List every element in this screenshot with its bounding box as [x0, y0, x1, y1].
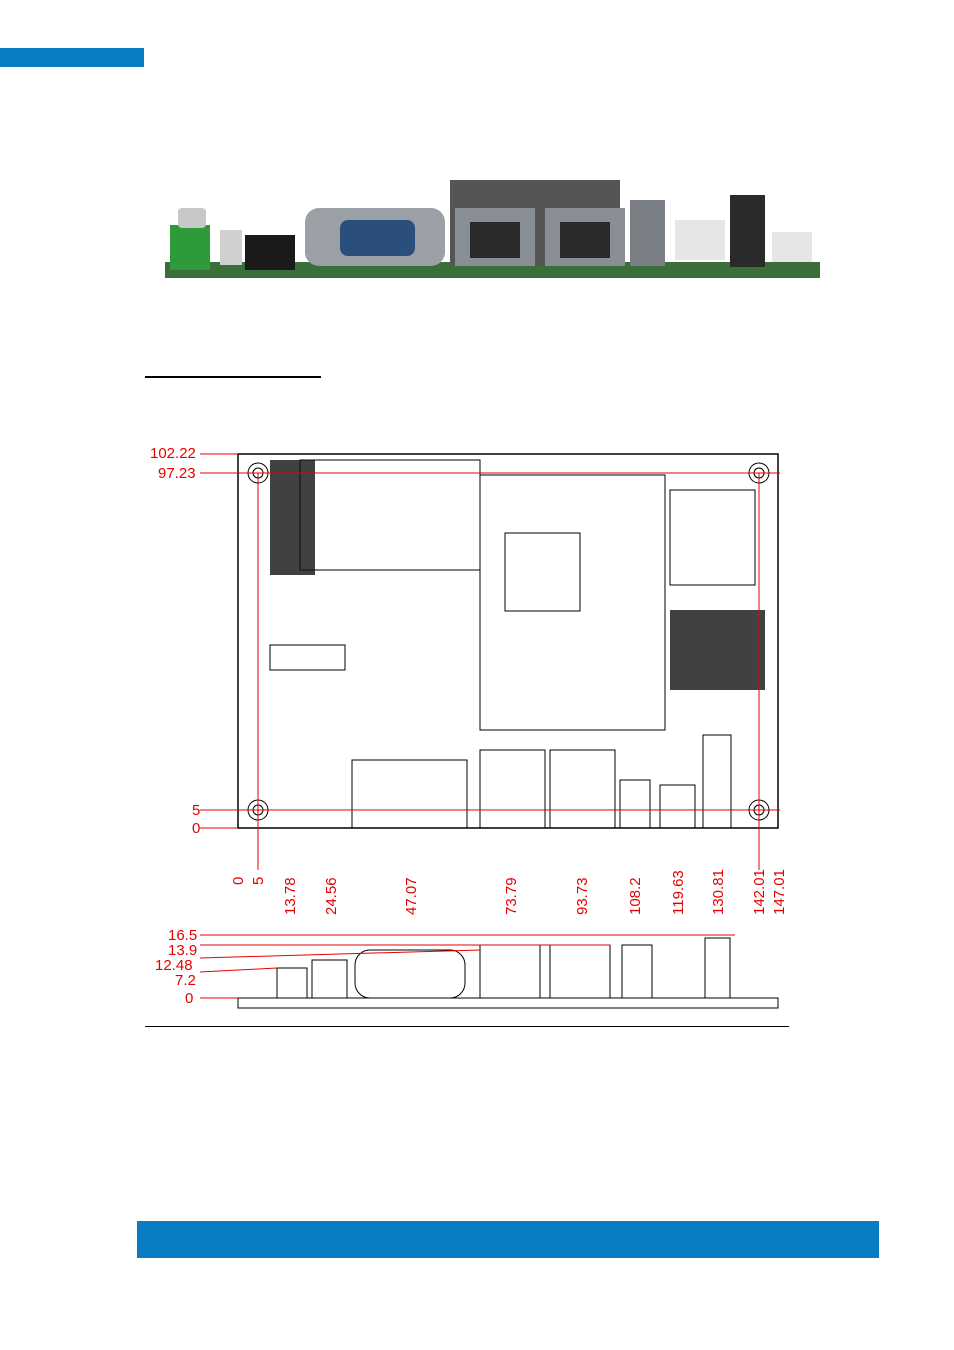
board-dimension-drawing: 102.22 97.23 5 0 0 5 13.78 24.56 47.07 7… — [150, 445, 788, 1009]
sodimm-sockets — [670, 610, 765, 690]
sd-slot — [669, 489, 756, 586]
lan2-outline — [549, 749, 616, 829]
dc-jack — [245, 235, 295, 270]
header-accent-bar — [0, 48, 144, 67]
label-y-97: 97.23 — [158, 465, 196, 482]
side-label: 13.9 — [168, 942, 197, 959]
label-y-0: 0 — [192, 820, 200, 837]
label-x: 24.56 — [323, 877, 340, 915]
hdmi — [730, 195, 765, 267]
label-x: 0 — [230, 877, 247, 885]
label-x: 13.78 — [282, 877, 299, 915]
soc — [504, 532, 581, 612]
green-terminal — [170, 225, 210, 270]
side-label: 7.2 — [175, 972, 196, 989]
usb-stack — [630, 200, 665, 266]
pin-header — [269, 644, 346, 671]
footer-accent-bar — [137, 1221, 879, 1258]
label-x: 93.73 — [574, 877, 591, 915]
header-connector — [675, 220, 725, 260]
db9-outline — [351, 759, 468, 829]
label-x: 73.79 — [503, 877, 520, 915]
section-title-underline — [145, 376, 321, 378]
side-label: 12.48 — [155, 957, 193, 974]
label-x: 5 — [250, 877, 267, 885]
side-lan1 — [479, 944, 541, 999]
label-x: 147.01 — [771, 869, 788, 915]
label-x: 142.01 — [751, 869, 768, 915]
otg-outline — [659, 784, 696, 829]
minipcie-slot — [270, 460, 315, 575]
side-db9 — [354, 949, 466, 999]
label-y-102: 102.22 — [150, 445, 196, 462]
board-side-photo — [165, 180, 820, 278]
side-label: 0 — [185, 990, 193, 1007]
x-dimension-labels: 0 5 13.78 24.56 47.07 73.79 93.73 108.2 … — [230, 869, 788, 915]
side-pcb — [237, 997, 779, 1009]
label-x: 130.81 — [710, 869, 727, 915]
side-usb — [621, 944, 653, 999]
side-hdmi — [704, 937, 731, 999]
label-x: 119.63 — [670, 870, 687, 915]
db9-port — [340, 220, 415, 256]
hdmi-outline — [702, 734, 732, 829]
section-rule — [145, 1026, 789, 1027]
capacitor — [178, 208, 206, 228]
minipcie-card — [299, 459, 481, 571]
label-x: 108.2 — [627, 877, 644, 915]
label-y-5: 5 — [192, 802, 200, 819]
side-label: 16.5 — [168, 927, 197, 944]
label-x: 47.07 — [403, 877, 420, 915]
wafer — [772, 232, 812, 262]
side-lan2 — [549, 944, 611, 999]
usb-outline — [619, 779, 651, 829]
cpu-module — [479, 474, 666, 731]
lan1-outline — [479, 749, 546, 829]
switch — [220, 230, 242, 265]
